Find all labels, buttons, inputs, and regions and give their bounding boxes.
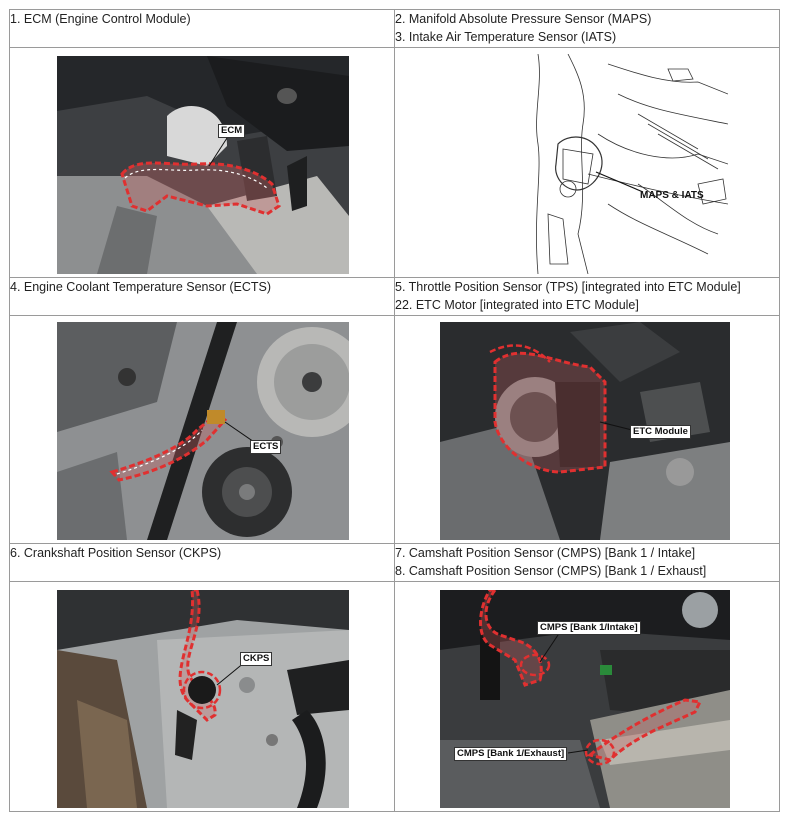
maps-iats-drawing: MAPS & IATS [438, 54, 728, 274]
ects-label-cell: 4. Engine Coolant Temperature Sensor (EC… [9, 277, 395, 316]
sensor-location-table: 1. ECM (Engine Control Module) 2. Manifo… [9, 9, 780, 812]
tps-label: 5. Throttle Position Sensor (TPS) [integ… [395, 280, 741, 294]
ckps-label-cell: 6. Crankshaft Position Sensor (CKPS) [9, 543, 395, 582]
ects-photo: ECTS [57, 322, 349, 540]
maps-iats-label-cell: 2. Manifold Absolute Pressure Sensor (MA… [394, 9, 780, 48]
ckps-photo: CKPS [57, 590, 349, 808]
iats-label: 3. Intake Air Temperature Sensor (IATS) [395, 30, 617, 44]
maps-label: 2. Manifold Absolute Pressure Sensor (MA… [395, 12, 652, 26]
ecm-photo: ECM [57, 56, 349, 274]
maps-iats-callout: MAPS & IATS [640, 190, 704, 201]
etc-photo-cell: ETC Module [394, 315, 780, 544]
ecm-label: 1. ECM (Engine Control Module) [10, 12, 191, 26]
etc-photo: ETC Module [440, 322, 730, 540]
cmps-intake-callout: CMPS [Bank 1/Intake] [537, 621, 641, 635]
ckps-callout: CKPS [240, 652, 273, 666]
ecm-photo-cell: ECM [9, 47, 395, 278]
ecm-label-cell: 1. ECM (Engine Control Module) [9, 9, 395, 48]
etc-callout: ETC Module [630, 425, 691, 439]
ckps-photo-cell: CKPS [9, 581, 395, 812]
cmps-photo: CMPS [Bank 1/Intake] CMPS [Bank 1/Exhaus… [440, 590, 730, 808]
tps-etc-label-cell: 5. Throttle Position Sensor (TPS) [integ… [394, 277, 780, 316]
cmps-photo-cell: CMPS [Bank 1/Intake] CMPS [Bank 1/Exhaus… [394, 581, 780, 812]
cmps-exhaust-label: 8. Camshaft Position Sensor (CMPS) [Bank… [395, 564, 707, 578]
cmps-exhaust-callout: CMPS [Bank 1/Exhaust] [454, 747, 568, 761]
ects-photo-cell: ECTS [9, 315, 395, 544]
ckps-label: 6. Crankshaft Position Sensor (CKPS) [10, 546, 222, 560]
maps-iats-drawing-cell: MAPS & IATS [394, 47, 780, 278]
ecm-callout: ECM [218, 124, 246, 138]
ects-label: 4. Engine Coolant Temperature Sensor (EC… [10, 280, 272, 294]
cmps-intake-label: 7. Camshaft Position Sensor (CMPS) [Bank… [395, 546, 696, 560]
ects-callout: ECTS [250, 440, 282, 454]
etc-motor-label: 22. ETC Motor [integrated into ETC Modul… [395, 298, 639, 312]
cmps-label-cell: 7. Camshaft Position Sensor (CMPS) [Bank… [394, 543, 780, 582]
